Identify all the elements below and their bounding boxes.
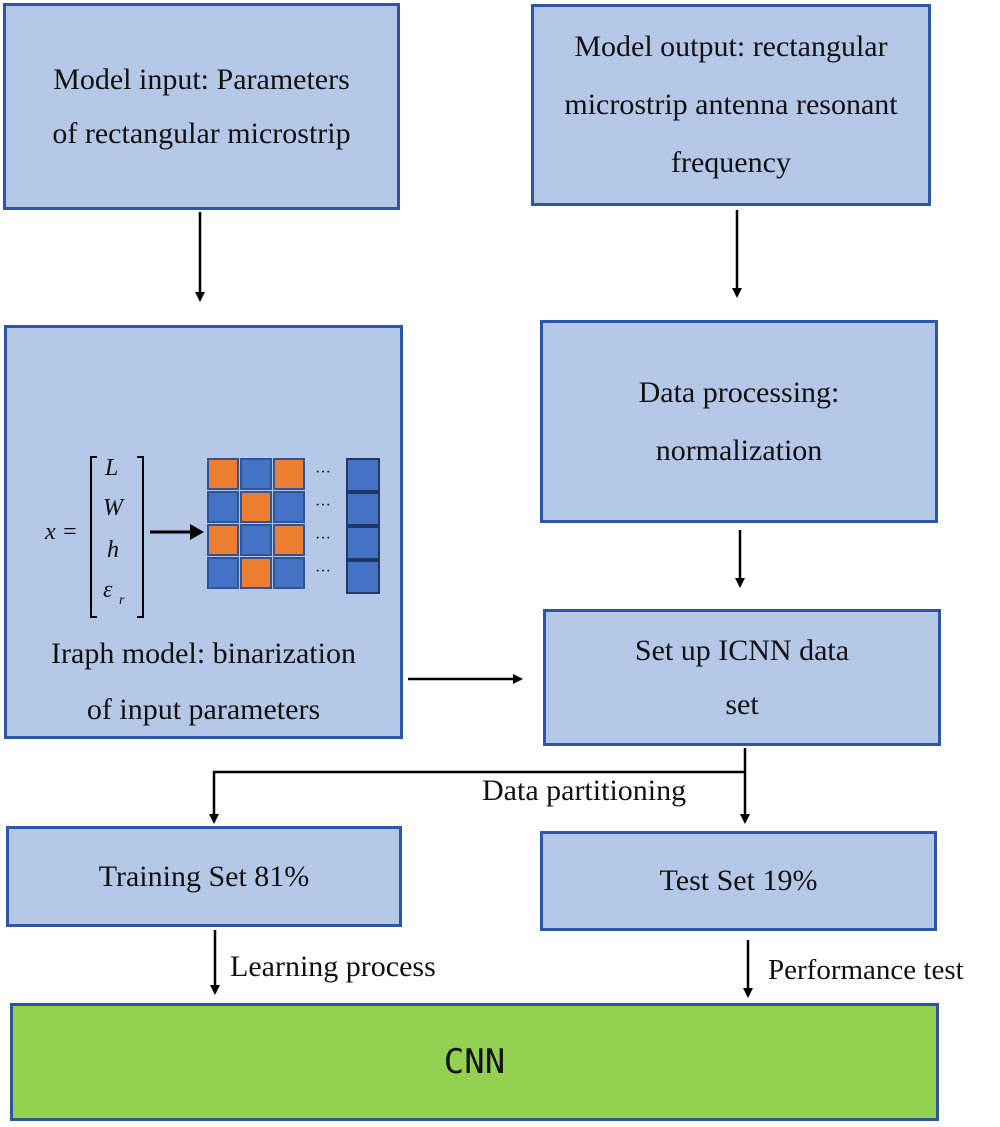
- equation-lhs: x =: [45, 519, 78, 545]
- column-cell-4: [346, 560, 380, 594]
- matrix-cell-blue: [273, 557, 305, 589]
- vector-epsilon: ε: [103, 577, 113, 603]
- test-set-text: Test Set 19%: [659, 864, 818, 897]
- ellipsis-2: ···: [315, 497, 331, 514]
- column-cell-3: [346, 526, 380, 560]
- matrix-cell-orange: [207, 458, 239, 490]
- model-input-box: Model input: Parameters of rectangular m…: [3, 3, 400, 210]
- model-input-text: Model input: Parameters of rectangular m…: [52, 62, 351, 150]
- vector-L: L: [105, 455, 119, 481]
- binary-matrix-grid: [207, 458, 305, 590]
- training-set-box: Training Set 81%: [6, 826, 402, 927]
- icnn-dataset-box: Set up ICNN data set: [543, 609, 941, 746]
- binarize-arrow: [150, 524, 204, 540]
- matrix-cell-orange: [240, 491, 272, 523]
- model-output-text: Model output: rectangular microstrip ant…: [564, 30, 898, 179]
- matrix-cell-blue: [273, 491, 305, 523]
- test-set-box: Test Set 19%: [540, 831, 937, 931]
- binary-output-column: [346, 458, 380, 598]
- ellipsis-1: ···: [315, 464, 331, 481]
- arrow-dataset-to-training: [209, 748, 747, 824]
- input-vector-equation: x = L W h ε r: [45, 453, 155, 623]
- icnn-dataset-text: Set up ICNN data set: [634, 633, 850, 721]
- matrix-cell-orange: [240, 557, 272, 589]
- vector-W: W: [103, 495, 123, 521]
- matrix-ellipsis-column: ··· ··· ··· ···: [311, 456, 335, 588]
- cnn-box: CNN: [10, 1003, 939, 1121]
- data-processing-text: Data processing: normalization: [638, 375, 840, 467]
- matrix-cell-blue: [240, 524, 272, 556]
- cnn-text: CNN: [443, 1042, 506, 1082]
- matrix-cell-blue: [207, 491, 239, 523]
- data-partitioning-label: Data partitioning: [482, 774, 687, 807]
- ellipsis-3: ···: [315, 530, 331, 547]
- matrix-cell-orange: [207, 524, 239, 556]
- data-processing-box: Data processing: normalization: [540, 320, 938, 523]
- vector-epsilon-subscript: r: [119, 593, 125, 608]
- matrix-cell-blue: [207, 557, 239, 589]
- column-cell-2: [346, 492, 380, 526]
- matrix-cell-blue: [240, 458, 272, 490]
- model-output-box: Model output: rectangular microstrip ant…: [531, 4, 931, 206]
- iraph-model-text: Iraph model: binarization of input param…: [51, 637, 356, 726]
- performance-test-label: Performance test: [768, 954, 964, 986]
- iraph-model-box: x = L W h ε r ··· ··· ··· ··· Iraph mode…: [4, 325, 403, 739]
- ellipsis-4: ···: [315, 563, 331, 580]
- matrix-cell-orange: [273, 524, 305, 556]
- matrix-cell-orange: [273, 458, 305, 490]
- learning-process-label: Learning process: [230, 950, 436, 983]
- matrix-brackets: [90, 456, 144, 618]
- column-cell-1: [346, 458, 380, 492]
- vector-h: h: [107, 537, 119, 563]
- training-set-text: Training Set 81%: [98, 859, 310, 893]
